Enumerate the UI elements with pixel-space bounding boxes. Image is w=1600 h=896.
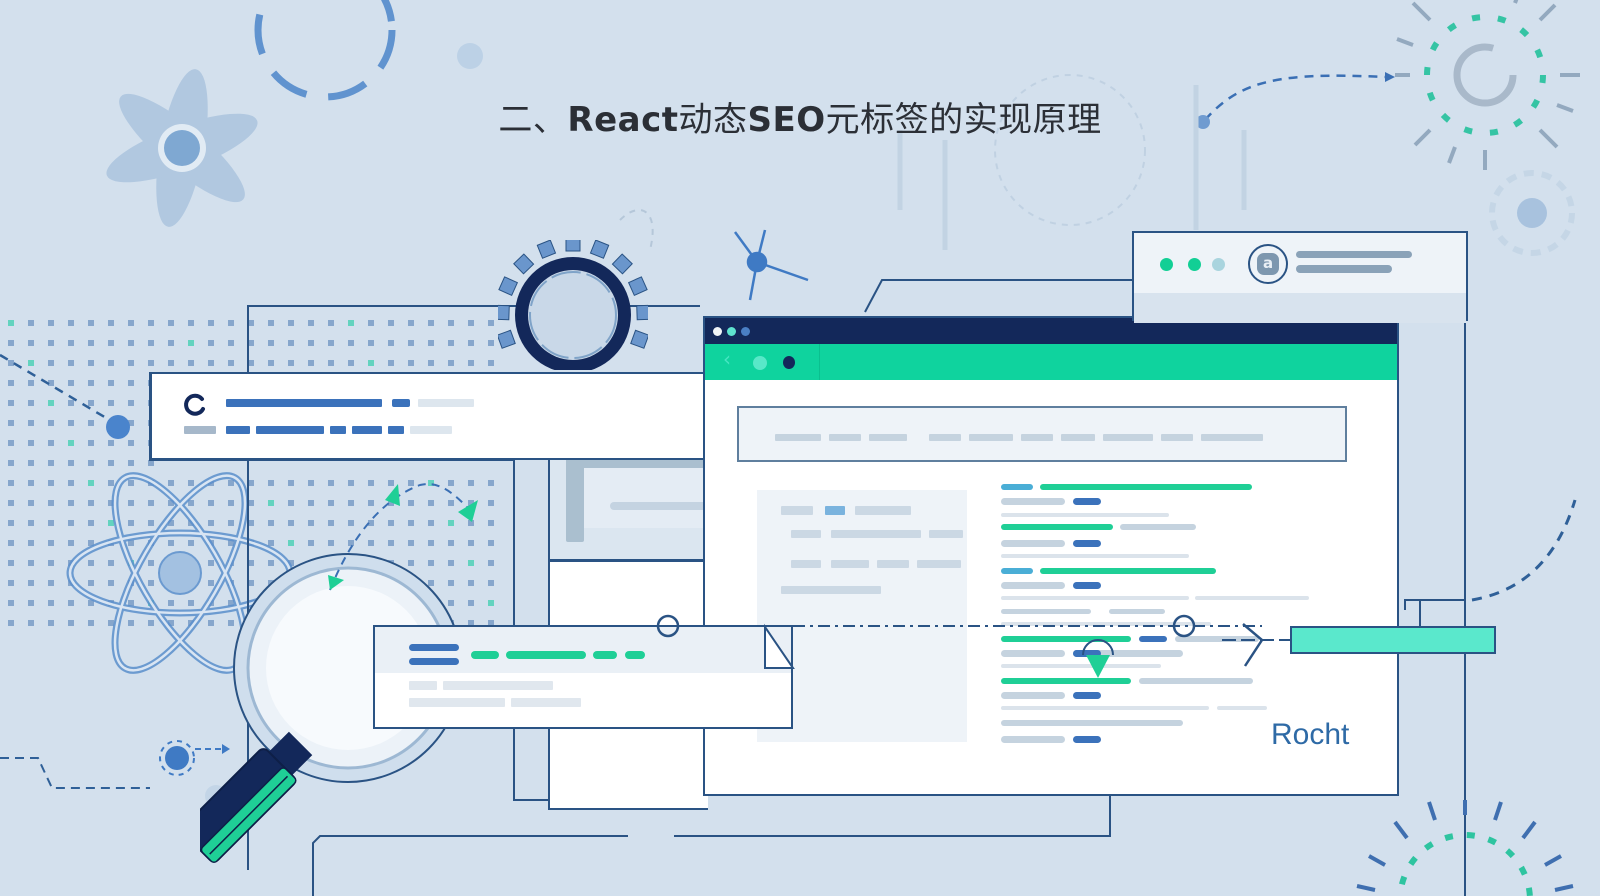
dashed-ring-icon: [254, 0, 483, 101]
window-dot-light[interactable]: [1212, 258, 1225, 271]
gear-icon: [498, 240, 648, 370]
burst-decoration-icon: [1356, 800, 1574, 896]
target-node-icon: [0, 740, 230, 807]
star-logo-icon: [106, 69, 258, 227]
window-dot-green-2[interactable]: [1188, 258, 1201, 271]
meta-tag-card: [373, 625, 793, 729]
output-bar: [1290, 626, 1496, 654]
search-input[interactable]: [737, 406, 1347, 462]
home-button[interactable]: [783, 356, 795, 369]
avatar-icon[interactable]: a: [1248, 244, 1288, 284]
window-dot-3[interactable]: [741, 327, 750, 336]
back-button[interactable]: ‹: [723, 347, 731, 371]
reload-button[interactable]: [753, 356, 767, 370]
window-dot-2[interactable]: [727, 327, 736, 336]
sunburst-loading-icon: [1395, 0, 1580, 170]
faint-gear-icon: [1489, 170, 1575, 256]
secondary-browser-window: a: [1132, 231, 1468, 323]
window-dot-green-1[interactable]: [1160, 258, 1173, 271]
search-result-card: [150, 372, 710, 460]
main-browser-window: ‹: [703, 316, 1399, 796]
loading-icon: [184, 393, 205, 416]
window-dot-1[interactable]: [713, 327, 722, 336]
browser-toolbar: ‹: [705, 344, 1397, 380]
network-node-icon: [733, 229, 809, 301]
brand-label: Rocht: [1271, 718, 1350, 751]
page-title: 二、React动态SEO元标签的实现原理: [498, 100, 1102, 140]
